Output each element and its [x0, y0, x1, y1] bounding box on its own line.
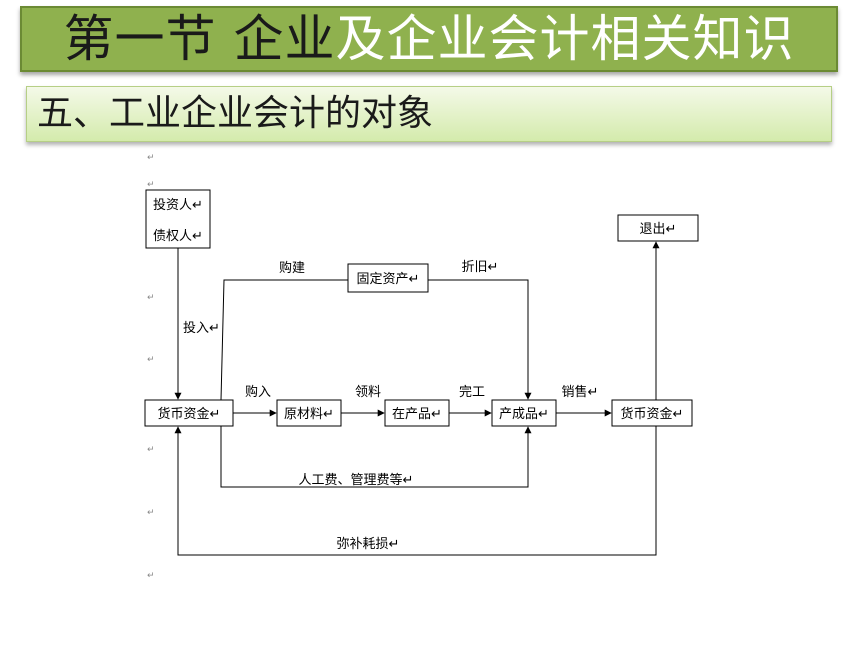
requisition-edge-label: 领料	[355, 385, 381, 400]
sell-edge-label: 销售↵	[562, 384, 599, 400]
investor-label: 投资人↵	[153, 197, 203, 213]
labor-mgmt-arrow	[220, 426, 532, 488]
exit-label: 退出↵	[640, 222, 677, 237]
cash-out-label: 货币资金↵	[621, 406, 684, 422]
investor-creditor-box	[145, 189, 211, 249]
compensate-arrow	[174, 426, 657, 556]
finished-goods-label: 产成品↵	[499, 407, 549, 422]
slide-title-light: 及企业会计相关知识	[335, 10, 795, 68]
raw-materials-label: 原材料↵	[284, 407, 334, 422]
exit-box	[617, 214, 699, 242]
section-bar: 五、工业企业会计的对象	[26, 86, 832, 142]
invest-edge-label: 投入↵	[183, 320, 220, 336]
depreciation-arrow	[428, 279, 532, 400]
cash-out-box	[611, 399, 693, 427]
section-title: 五、工业企业会计的对象	[37, 93, 434, 134]
paragraph-mark: ↵	[147, 571, 155, 581]
paragraph-mark: ↵	[147, 445, 155, 455]
wip-box	[384, 399, 450, 427]
purchase-build-line	[220, 279, 348, 401]
paragraph-mark: ↵	[147, 508, 155, 518]
purchase-build-edge-label: 购建	[279, 260, 305, 276]
cash-in-label: 货币资金↵	[158, 406, 221, 422]
depreciation-edge-label: 折旧↵	[462, 260, 499, 275]
paragraph-mark: ↵	[147, 180, 155, 190]
buy-edge-label: 购入	[245, 384, 271, 400]
slide-title-dark: 第一节 企业	[63, 10, 336, 68]
fixed-assets-label: 固定资产↵	[357, 272, 420, 287]
slide-title-bar: 第一节 企业及企业会计相关知识	[20, 6, 838, 72]
labor-mgmt-edge-label: 人工费、管理费等↵	[299, 472, 414, 488]
paragraph-marks: ↵ ↵ ↵ ↵ ↵ ↵ ↵	[147, 153, 155, 581]
paragraph-mark: ↵	[147, 355, 155, 365]
paragraph-mark: ↵	[147, 293, 155, 303]
compensate-edge-label: 弥补耗损↵	[337, 536, 400, 552]
fixed-assets-box	[347, 263, 429, 293]
wip-label: 在产品↵	[392, 407, 442, 422]
paragraph-mark: ↵	[147, 153, 155, 163]
creditor-label: 债权人↵	[153, 228, 203, 244]
slide-title: 第一节 企业及企业会计相关知识	[64, 14, 795, 64]
complete-edge-label: 完工	[459, 385, 485, 400]
